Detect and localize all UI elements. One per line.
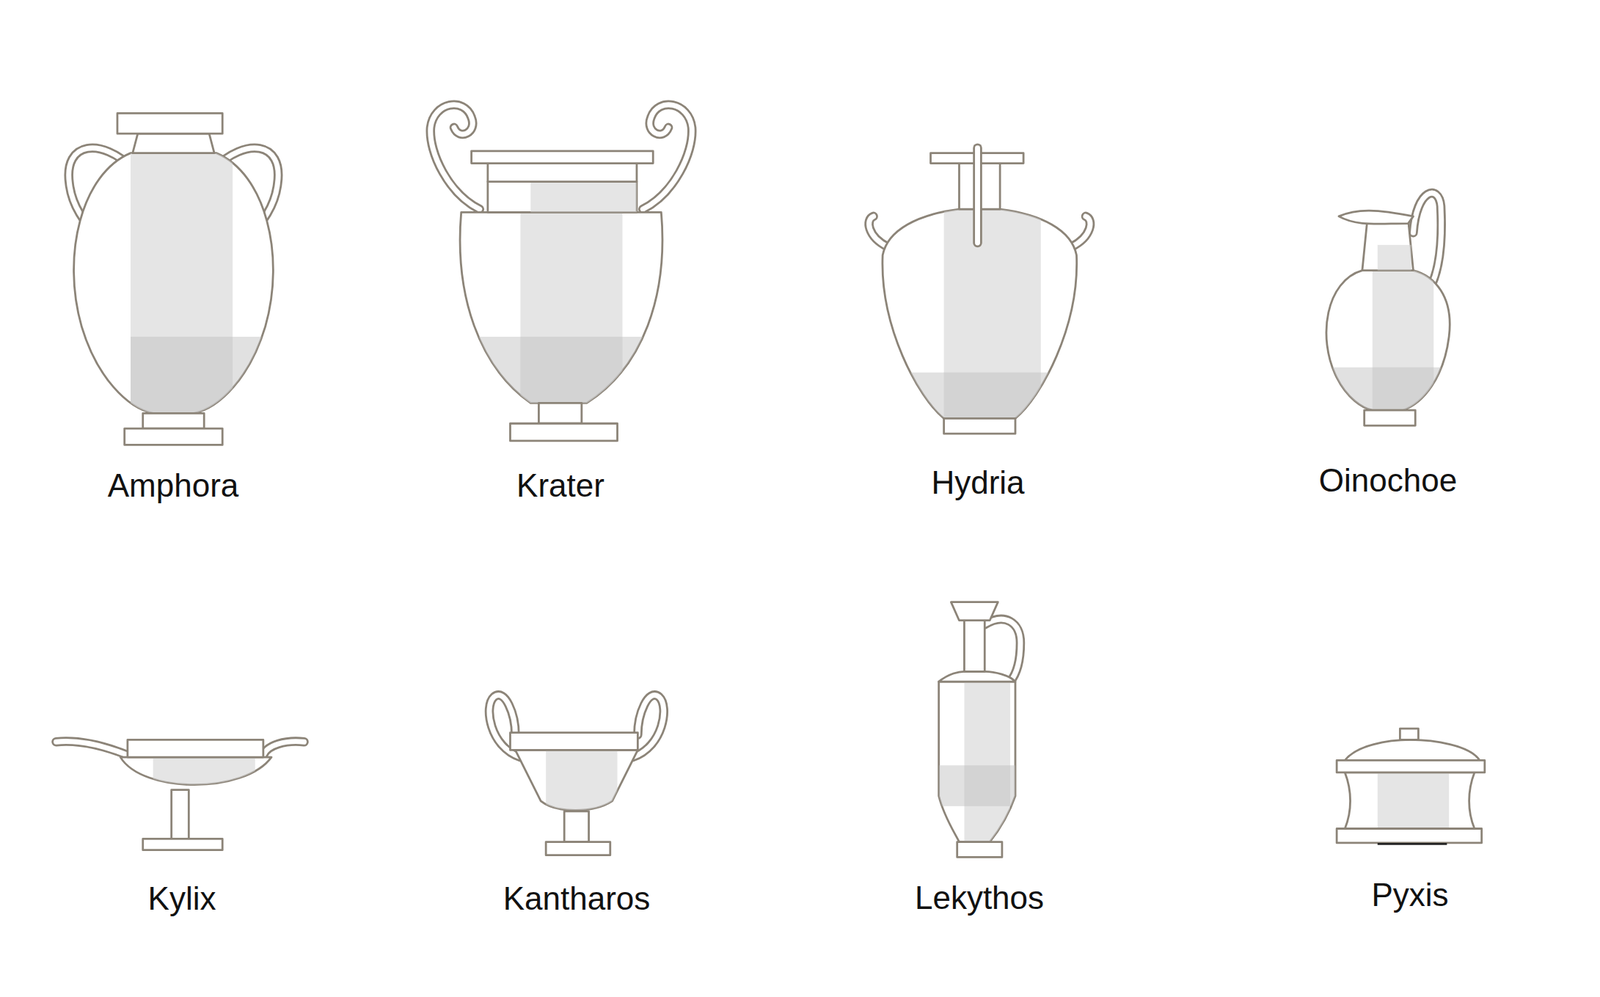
vase-name-label: Oinochoe bbox=[1319, 462, 1457, 500]
vase-name-label: Krater bbox=[516, 467, 605, 505]
vase-name-label: Kantharos bbox=[503, 880, 651, 918]
krater-figure bbox=[430, 104, 692, 441]
oinochoe-figure bbox=[1326, 192, 1460, 426]
pyxis-figure bbox=[1336, 728, 1485, 844]
kylix-figure bbox=[56, 739, 305, 850]
vase-name-label: Kylix bbox=[148, 880, 217, 918]
vase-name-label: Amphora bbox=[107, 467, 240, 505]
hydria-figure bbox=[869, 148, 1091, 434]
vase-name-label: Lekythos bbox=[914, 879, 1044, 918]
amphora-figure bbox=[68, 112, 279, 445]
lekythos-figure bbox=[933, 602, 1021, 858]
kantharos-figure bbox=[489, 694, 664, 855]
vase-name-label: Hydria bbox=[930, 464, 1025, 502]
vase-name-label: Pyxis bbox=[1371, 876, 1449, 915]
